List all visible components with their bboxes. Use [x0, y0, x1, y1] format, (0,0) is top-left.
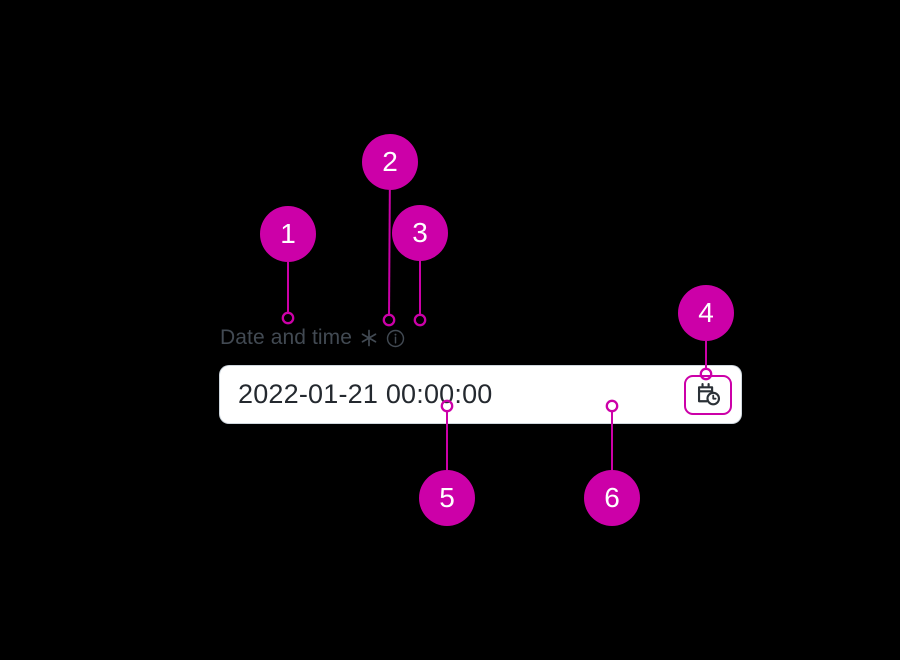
callout-badge-1[interactable]: 1 — [260, 206, 316, 262]
callout-badge-4[interactable]: 4 — [678, 285, 734, 341]
callout-badge-5[interactable]: 5 — [419, 470, 475, 526]
callout-badge-2[interactable]: 2 — [362, 134, 418, 190]
callout-line-2 — [388, 189, 391, 315]
date-time-input-value[interactable]: 2022-01-21 00:00:00 — [238, 379, 493, 409]
callout-badge-3[interactable]: 3 — [392, 205, 448, 261]
callout-badge-6[interactable]: 6 — [584, 470, 640, 526]
date-time-picker-button[interactable] — [684, 374, 732, 415]
field-label-row: Date and time — [220, 322, 741, 352]
info-icon[interactable] — [386, 329, 405, 348]
required-asterisk-icon — [359, 328, 379, 348]
date-time-field-group: Date and time 2022-01-2 — [220, 322, 741, 423]
calendar-clock-icon — [695, 381, 722, 408]
date-time-input[interactable]: 2022-01-21 00:00:00 — [220, 366, 741, 423]
field-label: Date and time — [220, 325, 353, 349]
